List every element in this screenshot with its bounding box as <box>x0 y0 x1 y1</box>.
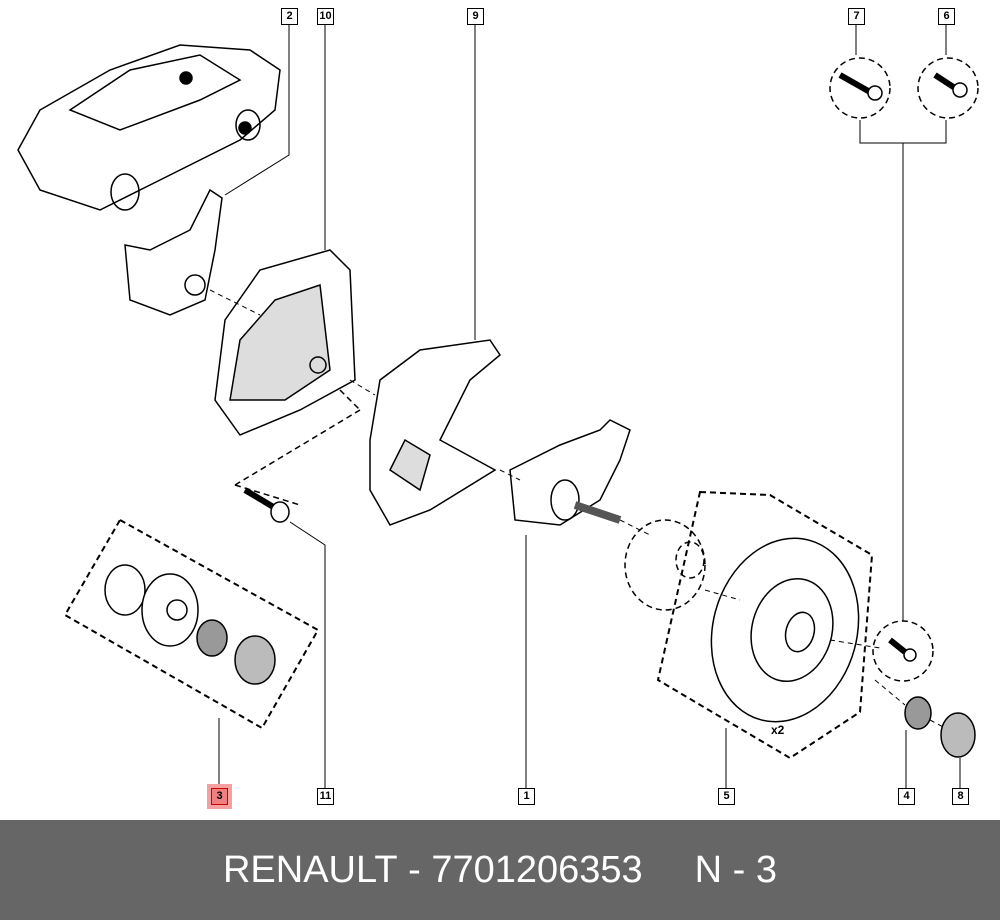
callout-9[interactable]: 9 <box>467 8 484 25</box>
hub-ghost <box>624 519 706 611</box>
part-3-hub-bearing-kit <box>63 518 320 730</box>
part-5-brake-disc <box>656 490 874 760</box>
brand-name: RENAULT <box>222 848 398 891</box>
callout-11[interactable]: 11 <box>317 788 334 805</box>
part-6-screw <box>917 57 979 119</box>
callout-3-highlighted[interactable]: 3 <box>211 788 228 805</box>
callout-5[interactable]: 5 <box>718 788 735 805</box>
quantity-note: x2 <box>771 723 785 737</box>
part-9-brake-shield <box>369 339 501 526</box>
callout-1[interactable]: 1 <box>518 788 535 805</box>
disc-screw <box>872 620 934 682</box>
part-11-screw <box>234 389 361 523</box>
separator: - <box>408 848 421 891</box>
part-10-dust-shield <box>214 249 356 436</box>
part-1-stub-axle-carrier <box>509 419 631 526</box>
callout-10[interactable]: 10 <box>317 8 334 25</box>
footer-bar: RENAULT - 7701206353 N - 3 <box>0 820 1000 920</box>
position-label: N - 3 <box>694 848 778 891</box>
car-illustration <box>17 44 281 211</box>
part-8-cap <box>940 712 976 758</box>
callout-7[interactable]: 7 <box>848 8 865 25</box>
callout-6[interactable]: 6 <box>938 8 955 25</box>
part-7-screw <box>829 57 891 119</box>
callout-8[interactable]: 8 <box>952 788 969 805</box>
callout-2[interactable]: 2 <box>281 8 298 25</box>
part-4-nut <box>904 696 932 730</box>
leader-lines <box>209 24 961 788</box>
part-2-bracket <box>124 188 223 316</box>
part-number: 7701206353 <box>431 848 643 891</box>
callout-4[interactable]: 4 <box>898 788 915 805</box>
exploded-parts-diagram <box>17 24 979 788</box>
